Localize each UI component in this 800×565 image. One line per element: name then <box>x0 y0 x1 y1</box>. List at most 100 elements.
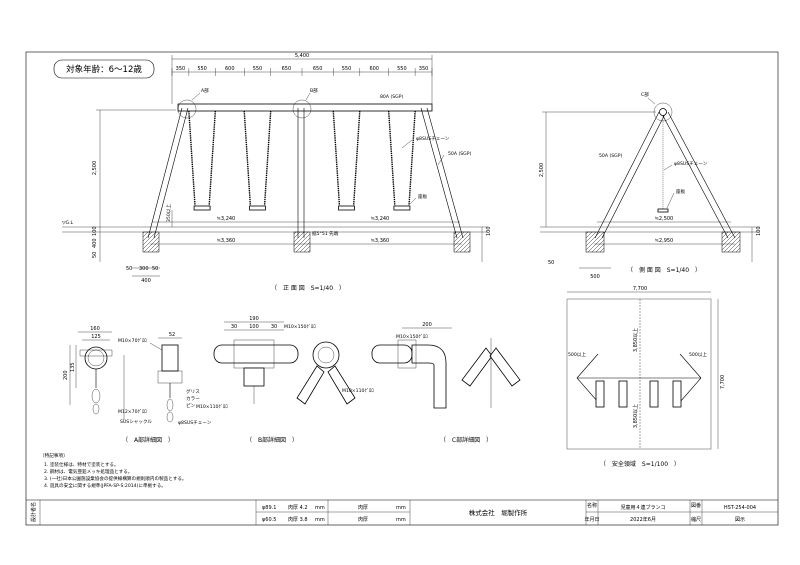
safety-up: 3,850以上 <box>632 328 639 352</box>
detail-b-d3: 100 <box>249 324 259 330</box>
tb-unit-4: mm <box>396 517 406 523</box>
front-seat-height: 350以上 <box>165 204 172 222</box>
front-span-inner-left: ≒3,240 <box>217 216 236 222</box>
part-a-circle <box>177 99 197 119</box>
target-age-box <box>53 59 155 79</box>
side-view: C部 50A (SGP) φ8SUSチェーン 座板 2,500 ≒2,500 ≒… <box>539 91 762 280</box>
front-leg-label: 50A (SGP) <box>448 151 471 157</box>
safety-right: 500以上 <box>689 351 707 358</box>
front-top-dim: 650 <box>282 66 292 72</box>
tb-label-name: 名称 <box>587 502 597 509</box>
part-b-circle <box>292 99 312 119</box>
notes: 〔特記事項〕 1. 塗装仕様は、特材で塗装とする。 2. 鋼材は、電気亜鉛メッキ… <box>40 452 187 489</box>
side-foot-total: 500 <box>590 274 600 280</box>
detail-b-d4: 30 <box>271 324 277 330</box>
front-top-dim: 600 <box>225 66 235 72</box>
title-block: 設計者名 φ89.1 肉厚 4.2 mm φ60.5 肉厚 3.8 mm 肉厚 … <box>26 499 778 525</box>
front-found-1: 50 <box>92 252 98 258</box>
detail-a-caption: （ A部詳細図 ） <box>122 436 174 444</box>
front-foot-2: 300 <box>139 266 149 272</box>
front-span-base-left: ≒3,360 <box>217 238 236 244</box>
detail-a-h1: 200 <box>63 370 69 380</box>
safety-caption: （ 安全領域 S=1/100 ） <box>600 460 680 468</box>
side-leg-label: 50A (SGP) <box>599 153 622 159</box>
front-top-dim: 550 <box>397 66 407 72</box>
front-swings <box>188 110 416 211</box>
detail-c-d1: 200 <box>422 322 432 328</box>
tb-scale: 図示 <box>735 517 745 523</box>
detail-b-bolt2: M10×110ｸﾞﾛﾛ <box>196 403 228 410</box>
detail-a-collar: カラー <box>186 396 200 402</box>
target-age: 対象年齢：6〜12歳 <box>66 64 142 75</box>
side-span-base: ≒2,950 <box>655 238 674 244</box>
tb-pipe2-th: 肉厚 3.8 <box>288 516 308 523</box>
safety-down: 3,850以上 <box>632 404 639 428</box>
front-seat-label: 座板 <box>418 193 428 200</box>
sheet-border <box>25 51 779 526</box>
side-height: 2,500 <box>539 163 545 177</box>
tb-pipe1-th: 肉厚 4.2 <box>288 504 308 511</box>
front-top-dim: 650 <box>313 66 323 72</box>
safety-left: 500以上 <box>568 351 586 358</box>
swing-chain <box>208 110 217 208</box>
detail-a-grease: グリス <box>186 388 200 395</box>
tb-company: 株式会社 堀製作所 <box>469 508 528 517</box>
detail-a: 160 125 200 135 52 M10×70ｸﾞﾛﾛ M12×70ｸﾞﾛﾛ… <box>63 326 212 444</box>
side-chain-label: φ8SUSチェーン <box>674 161 708 167</box>
detail-c: 200 M10×150ｸﾞﾛﾛ M10×110ｸﾞﾛﾛ （ C部詳細図 ） <box>342 322 521 444</box>
detail-a-bolt: M10×70ｸﾞﾛﾛ <box>118 337 147 344</box>
front-foot-1: 50 <box>126 266 132 272</box>
front-caption: （ 正 面 図 S=1/40 ） <box>271 285 345 292</box>
detail-a-shackle: SUSシャックル <box>120 419 152 425</box>
tb-label-scale: 縮尺 <box>691 516 701 523</box>
swing-seat <box>249 205 266 211</box>
tb-label-date: 年月日 <box>584 516 599 523</box>
front-foot-total: 400 <box>141 278 151 284</box>
front-part-a: A部 <box>201 87 209 94</box>
front-gl: ▽G.L <box>62 220 74 226</box>
front-beam-label: 80A (SGP) <box>380 94 403 100</box>
detail-c-bolt: M10×150ｸﾞﾛﾛ <box>396 333 428 340</box>
detail-c-bolt2: M10×110ｸﾞﾛﾛ <box>342 387 374 394</box>
front-top-dim: 550 <box>197 66 207 72</box>
swing-seat <box>193 205 211 211</box>
swing-chain <box>408 110 416 208</box>
front-foot-3: 50 <box>152 266 158 272</box>
tb-pipe1: φ89.1 <box>262 505 276 511</box>
safety-zone: 7,700 7,700 3,850以上 3,850以上 500以上 500以上 … <box>566 286 726 468</box>
detail-a-pin: ピン <box>186 403 196 409</box>
detail-a-d3: 52 <box>169 332 175 338</box>
tb-unit-3: mm <box>396 505 406 511</box>
front-span-inner-right: ≒3,240 <box>371 216 390 222</box>
swing-seat <box>393 205 411 211</box>
swing-chain <box>188 110 196 208</box>
side-right-low: 100 <box>756 226 762 236</box>
front-found-2: 400 <box>92 238 98 248</box>
tb-pipe2: φ60.5 <box>262 517 276 523</box>
front-chain-label: φ8SUSチェーン <box>416 136 450 142</box>
detail-a-d2: 125 <box>91 334 101 340</box>
detail-a-chain: φ8SUSチェーン <box>178 420 212 426</box>
tb-th-label-2: 肉厚 <box>358 516 368 523</box>
front-height: 2,500 <box>92 161 98 175</box>
detail-a-d1: 160 <box>90 326 100 332</box>
front-right-low: 100 <box>486 226 492 236</box>
detail-b-d1: 190 <box>249 316 259 322</box>
side-part-c: C部 <box>641 91 649 98</box>
tb-date: 2022年6月 <box>630 516 656 523</box>
tb-th-label-1: 肉厚 <box>358 504 368 511</box>
side-seat-label: 座板 <box>676 188 686 195</box>
tb-label-no: 図番 <box>691 502 701 509</box>
swing-chain <box>352 110 361 208</box>
front-top-dim: 550 <box>342 66 352 72</box>
front-top-dim: 350 <box>419 66 429 72</box>
safety-height: 7,700 <box>720 375 726 389</box>
notes-item-3: 3. (一社)日本公園施設業協会の提供線構算の規則順内の製品とする。 <box>44 475 187 482</box>
side-span-inner: ≒2,500 <box>655 216 674 222</box>
front-base-label: 据5°51 先端 <box>312 230 339 237</box>
detail-b-bolt: M10×150ｸﾞﾛﾛ <box>284 323 316 330</box>
detail-c-caption: （ C部詳細図 ） <box>440 436 492 444</box>
detail-a-bolt2: M12×70ｸﾞﾛﾛ <box>118 408 147 415</box>
